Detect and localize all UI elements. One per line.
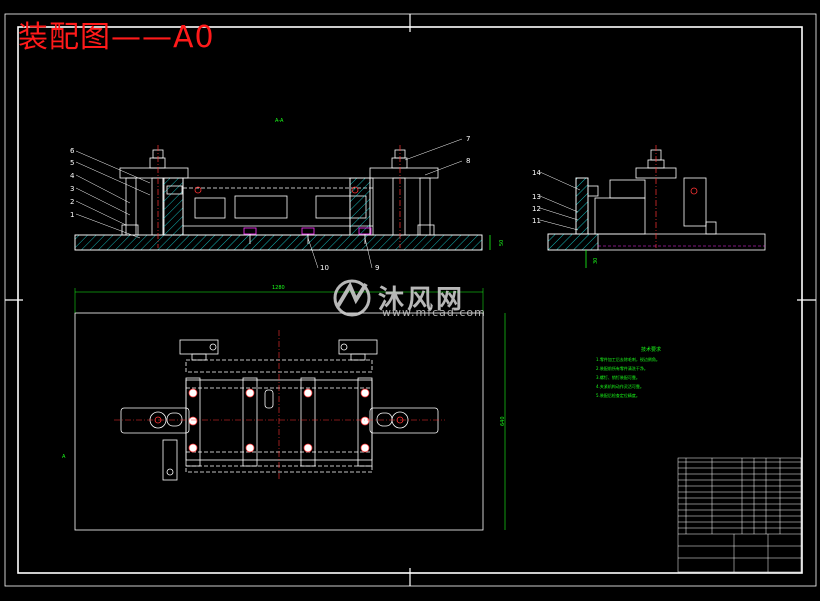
part-number-2: 2 [70,198,74,206]
side-view [539,145,766,268]
part-number-10: 10 [320,264,329,272]
plan-view [74,288,506,531]
watermark-logo-icon [333,279,371,317]
dimension-labels: A-A 1280 A [62,118,285,460]
part-number-5: 5 [70,159,74,167]
drawing-title: 装配图——A0 [18,20,215,55]
view-label-a: A [62,454,66,460]
part-number-labels: 6 5 4 3 2 1 7 8 10 9 14 13 12 11 [70,135,541,272]
part-number-1: 1 [70,211,74,219]
technical-note-line: 2.装配前所有零件清洗干净。 [596,366,648,371]
technical-note-line: 4.夹紧机构动作灵活可靠。 [596,384,644,389]
part-number-11: 11 [532,217,541,225]
front-section-view [74,138,491,269]
part-number-9: 9 [375,264,379,272]
technical-requirements: 技术要求 1.零件加工后去除毛刺，锐边倒角。 2.装配前所有零件清洗干净。 3.… [596,346,676,400]
title-block [677,457,802,573]
watermark-brand: 沐风网 [378,285,466,315]
watermark-url: www.mfcad.com [382,306,486,319]
part-number-12: 12 [532,205,541,213]
part-number-8: 8 [466,157,470,165]
section-label: A-A [275,118,284,124]
part-number-13: 13 [532,193,541,201]
technical-note-line: 3.螺钉、销钉装配可靠。 [596,375,640,380]
overall-width-dimension: 640 [500,416,506,426]
part-number-4: 4 [70,172,75,180]
part-number-7: 7 [466,135,470,143]
base-height-dimension: 50 [499,240,505,246]
technical-note-line: 5.装配后检查定位精度。 [596,393,640,398]
sheet-border [4,13,817,587]
part-number-14: 14 [532,169,541,177]
overall-length-dimension: 1280 [272,285,285,291]
technical-requirements-title: 技术要求 [640,347,661,353]
side-height-dimension: 30 [593,258,599,264]
part-number-6: 6 [70,147,75,155]
part-number-3: 3 [70,185,74,193]
technical-note-line: 1.零件加工后去除毛刺，锐边倒角。 [596,357,660,362]
